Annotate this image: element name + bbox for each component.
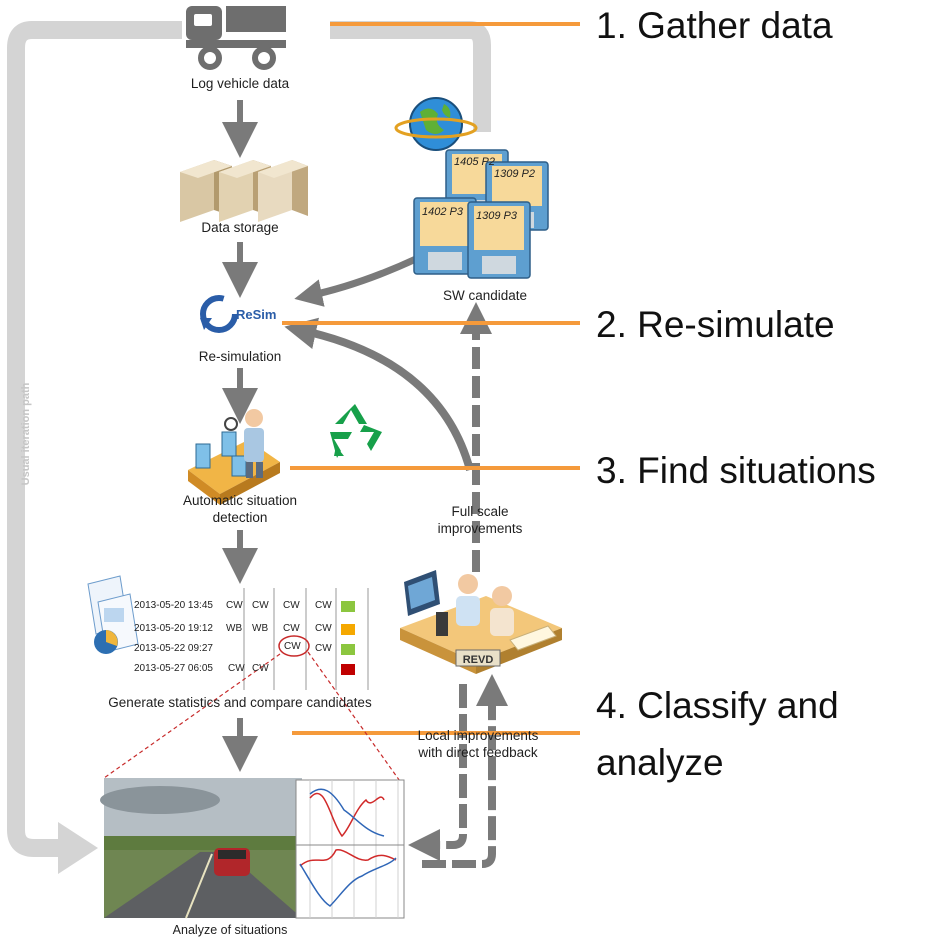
- floppy-disks-icon: [413, 149, 549, 279]
- situation-detection-label-line2: detection: [212, 510, 268, 525]
- arrow-sw-to-resim: [294, 254, 420, 307]
- iteration-loop-path: [330, 21, 491, 132]
- situation-detection-label-line1: Automatic situation: [182, 493, 298, 508]
- step-1-label: 1. Gather data: [596, 5, 833, 46]
- step-4-label-line2: analyze: [596, 742, 724, 783]
- step-4-label-line1: 4. Classify and: [596, 685, 839, 726]
- stats-cell-0-1: CW: [252, 600, 269, 611]
- stats-date-0: 2013-05-20 13:45: [134, 600, 213, 611]
- spreadsheet-icon: [87, 575, 139, 654]
- stats-date-1: 2013-05-20 19:12: [134, 623, 213, 634]
- globe-icon: [394, 97, 478, 151]
- log-vehicle-data-label: Log vehicle data: [190, 76, 290, 91]
- status-cell-3: [341, 664, 355, 675]
- floppy-label-3: 1309 P3: [476, 210, 517, 222]
- road-photo: [100, 778, 302, 919]
- arrow-local-down: [408, 684, 467, 861]
- arrow-full-scale-to-resim: [284, 317, 474, 472]
- step-2-label: 2. Re-simulate: [596, 304, 835, 345]
- analyze-situations-label: Analyze of situations: [172, 923, 288, 937]
- stats-cell-1-1: WB: [252, 623, 269, 634]
- stats-cell-0-0: CW: [226, 600, 243, 611]
- data-storage-label: Data storage: [201, 220, 279, 235]
- stats-cell-3-1: CW: [252, 663, 269, 674]
- usual-iteration-path-label: Usual iteration path: [20, 382, 32, 486]
- full-scale-label-line1: Full scale: [451, 504, 509, 519]
- stats-cell-1-2: CW: [283, 623, 300, 634]
- stats-cell-2-2: CW: [284, 641, 301, 652]
- full-scale-label-line2: improvements: [437, 521, 523, 536]
- arrow-local-up: [422, 674, 508, 868]
- iteration-loop-path-left: [7, 21, 182, 857]
- step-3-label: 3. Find situations: [596, 450, 876, 491]
- stats-date-2: 2013-05-22 09:27: [134, 643, 213, 654]
- revd-analysts-icon: [400, 570, 562, 674]
- floppy-label-2: 1402 P3: [422, 206, 463, 218]
- sw-candidate-label: SW candidate: [442, 288, 528, 303]
- iteration-loop-arrowhead: [58, 822, 98, 874]
- generate-stats-label: Generate statistics and compare candidat…: [108, 695, 372, 710]
- local-improvements-label-line1: Local improvements: [417, 728, 539, 743]
- conveyor-person-icon: [188, 409, 280, 505]
- stats-table: [103, 588, 403, 785]
- local-improvements-label-line2: with direct feedback: [418, 745, 538, 760]
- resim-logo-icon: [200, 295, 238, 333]
- stats-cell-2-3: CW: [315, 643, 332, 654]
- truck-icon: [186, 6, 286, 70]
- stats-cell-1-0: WB: [226, 623, 243, 634]
- status-cell-1: [341, 624, 355, 635]
- server-icon: [180, 160, 308, 222]
- re-simulation-label: Re-simulation: [198, 349, 282, 364]
- resim-logo-text: ReSim: [236, 307, 277, 322]
- stats-date-3: 2013-05-27 06:05: [134, 663, 213, 674]
- revd-label: REVD: [462, 654, 494, 666]
- line-plot-panel: [295, 779, 405, 919]
- floppy-label-0: 1405 P2: [454, 156, 495, 168]
- stats-cell-3-0: CW: [228, 663, 245, 674]
- stats-cell-0-3: CW: [315, 600, 332, 611]
- recycle-icon: [330, 404, 382, 458]
- status-cell-2: [341, 644, 355, 655]
- highlight-circle: [278, 635, 310, 657]
- stats-cell-0-2: CW: [283, 600, 300, 611]
- floppy-label-1: 1309 P2: [494, 168, 535, 180]
- stats-cell-1-3: CW: [315, 623, 332, 634]
- status-cell-0: [341, 601, 355, 612]
